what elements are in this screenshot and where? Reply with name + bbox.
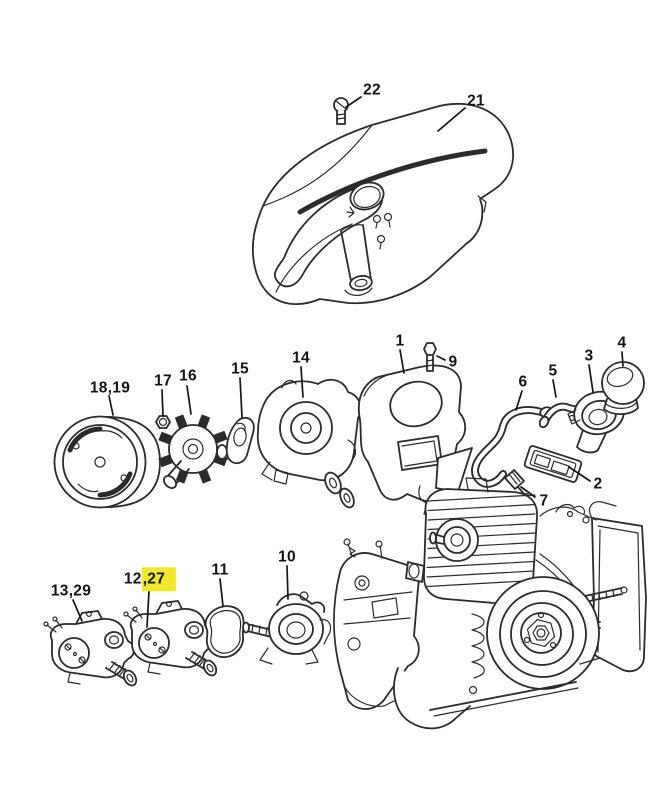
part-label-16: 16	[179, 367, 197, 385]
part-17-nut-drawing	[155, 415, 171, 429]
leader-lines	[72, 96, 624, 628]
part-16-fan-wheel-drawing	[158, 414, 235, 489]
leader-line-9	[436, 355, 446, 361]
part-label-2: 2	[593, 475, 603, 493]
part-label-9: 9	[448, 353, 458, 371]
leader-line-22	[345, 96, 362, 108]
part-11-gasket-drawing	[204, 605, 245, 658]
part-label-5: 5	[548, 362, 558, 380]
part-15-bracket-drawing	[225, 417, 255, 465]
leader-line-7	[520, 486, 536, 498]
part-2-plate-drawing	[523, 445, 583, 483]
part-label-plain-segment: 12	[123, 570, 142, 588]
part-12-27-carburetor-drawing	[123, 600, 220, 679]
leader-line-18-19	[108, 395, 114, 416]
leader-line-5	[552, 379, 557, 398]
part-10-manifold-drawing	[242, 591, 332, 665]
part-label-13-29: 13,29	[50, 582, 92, 600]
part-14-fan-housing-drawing	[256, 378, 362, 509]
part-label-22: 22	[363, 81, 381, 99]
part-label-3: 3	[584, 347, 594, 365]
part-22-screw-drawing	[333, 97, 349, 125]
part-label-12-27: 12,27	[123, 567, 177, 592]
leader-line-13-29	[72, 599, 83, 622]
leader-line-16	[186, 385, 192, 415]
part-label-highlight-segment: ,27	[141, 567, 177, 592]
leader-line-1	[399, 349, 405, 374]
part-9-screw-drawing	[423, 342, 437, 372]
part-label-1: 1	[395, 332, 405, 350]
part-21-top-cover-drawing	[252, 102, 514, 306]
part-label-7: 7	[539, 492, 549, 510]
part-label-10: 10	[278, 548, 296, 566]
part-4-cap-drawing	[601, 361, 645, 416]
part-1-carb-box-cover-drawing	[357, 364, 473, 517]
part-label-15: 15	[231, 360, 249, 378]
part-13-29-carburetor-drawing	[43, 610, 140, 689]
part-18-19-flywheel-drawing	[53, 415, 161, 509]
leader-line-17	[161, 389, 164, 417]
leader-line-15	[239, 377, 243, 418]
leader-line-12-27	[146, 590, 150, 628]
part-label-18-19: 18,19	[89, 379, 131, 397]
part-label-11: 11	[211, 561, 229, 579]
part-label-6: 6	[518, 373, 528, 391]
part-label-21: 21	[467, 92, 485, 110]
engine-assembly-drawing	[333, 477, 647, 730]
part-label-14: 14	[292, 349, 310, 367]
part-label-4: 4	[617, 334, 627, 352]
part-label-17: 17	[154, 372, 172, 390]
leader-line-4	[621, 351, 624, 367]
leader-line-21	[437, 107, 466, 132]
leader-line-11	[219, 578, 224, 607]
leader-line-3	[588, 364, 594, 393]
leader-line-2	[568, 466, 591, 482]
leader-line-6	[515, 390, 523, 411]
leader-line-10	[286, 565, 289, 600]
leader-line-14	[300, 366, 304, 398]
